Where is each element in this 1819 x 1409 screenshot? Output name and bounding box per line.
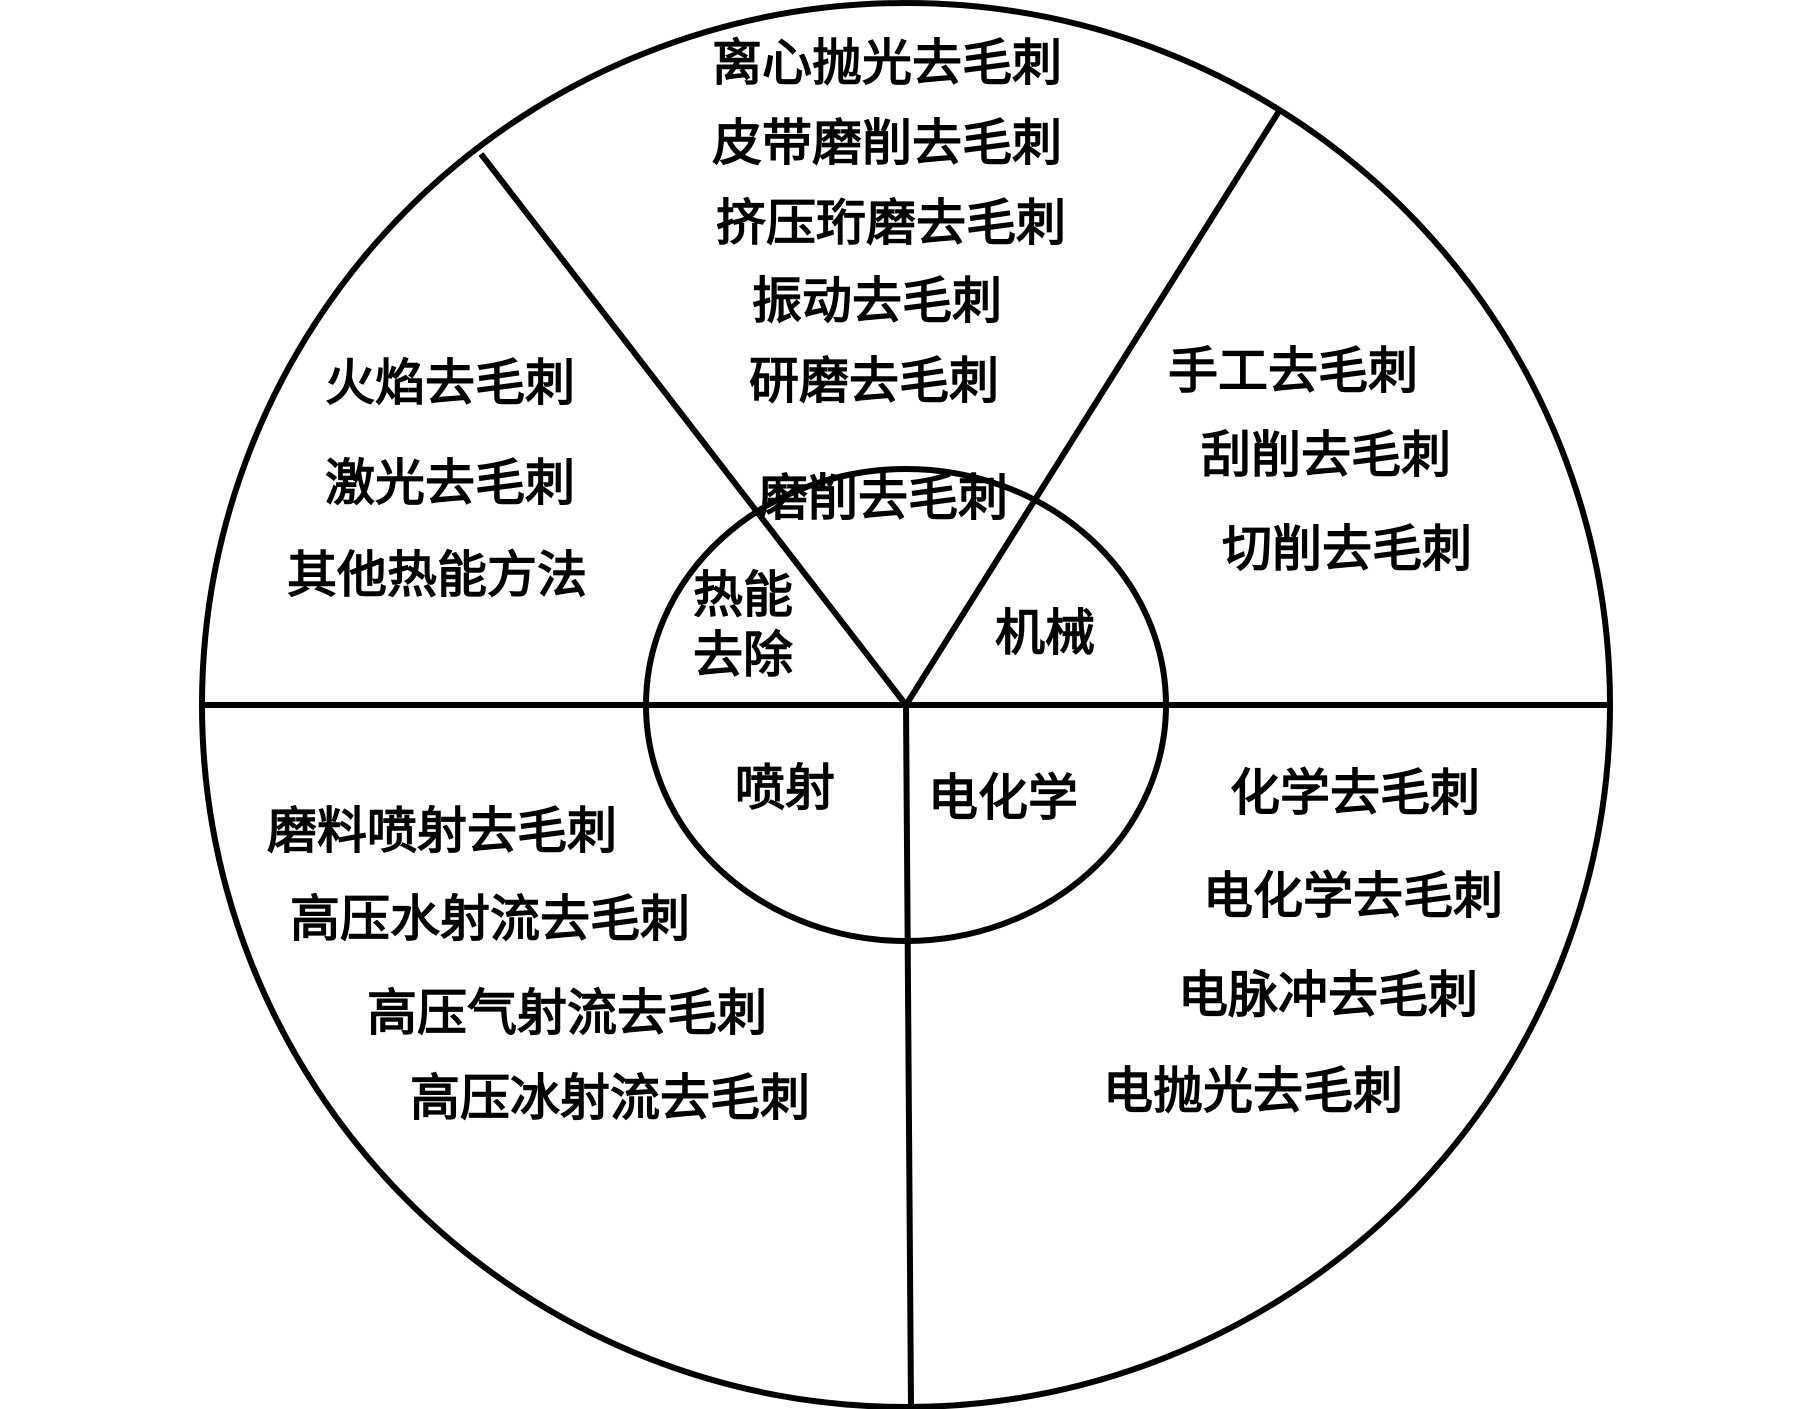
grinding-method: 挤压珩磨去毛刺 — [716, 194, 1066, 252]
upper-right-divider — [903, 106, 1284, 707]
electrochemical-method: 电脉冲去毛刺 — [1178, 966, 1478, 1024]
grinding-method: 振动去毛刺 — [752, 272, 1002, 330]
grinding-method: 研磨去毛刺 — [749, 352, 999, 410]
mechanical-method: 手工去毛刺 — [1168, 342, 1418, 400]
upper-left-divider — [478, 152, 909, 707]
electrochemical-method: 电化学去毛刺 — [1203, 867, 1503, 925]
grinding-method: 皮带磨削去毛刺 — [712, 114, 1062, 172]
thermal-method: 其他热能方法 — [287, 546, 587, 604]
mechanical-method: 刮削去毛刺 — [1201, 426, 1451, 484]
spray-method: 高压冰射流去毛刺 — [410, 1069, 810, 1127]
center-label-grinding: 磨削去毛刺 — [758, 469, 1008, 527]
grinding-method: 离心抛光去毛刺 — [712, 34, 1062, 92]
spray-method: 磨料喷射去毛刺 — [267, 802, 617, 860]
spray-method: 高压气射流去毛刺 — [367, 984, 767, 1042]
center-label-electrochemical: 电化学 — [928, 769, 1078, 827]
electrochemical-method: 化学去毛刺 — [1230, 764, 1480, 822]
center-label-mechanical: 机械 — [995, 604, 1095, 662]
thermal-method: 激光去毛刺 — [325, 454, 575, 512]
center-label-spray: 喷射 — [735, 759, 835, 817]
center-label-thermal-line2: 去除 — [693, 626, 794, 684]
thermal-method: 火焰去毛刺 — [325, 354, 575, 412]
mechanical-method: 切削去毛刺 — [1222, 520, 1472, 578]
electrochemical-method: 电抛光去毛刺 — [1103, 1062, 1403, 1120]
center-label-thermal-line1: 热能 — [693, 566, 793, 624]
vertical-divider — [903, 704, 914, 1408]
spray-method: 高压水射流去毛刺 — [290, 890, 690, 948]
